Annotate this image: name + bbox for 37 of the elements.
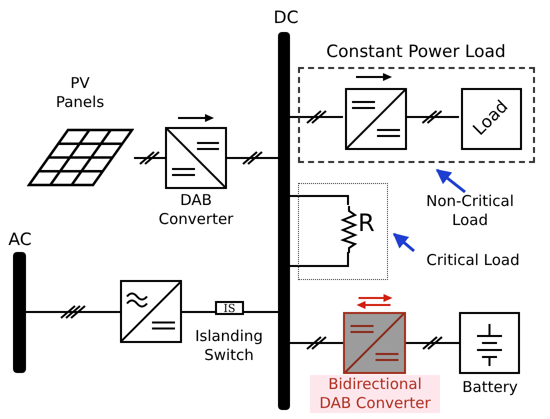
bus-bar xyxy=(278,32,290,410)
group-heading: Constant Power Load xyxy=(325,42,507,62)
arrow xyxy=(392,232,415,252)
resistor-label: R xyxy=(358,211,375,235)
converter-box xyxy=(345,88,407,150)
connector-line xyxy=(406,342,459,344)
connector-line xyxy=(405,116,459,118)
solar-panel-drawing xyxy=(27,128,134,187)
callout-label: Non-Critical Load xyxy=(425,192,515,230)
arrow xyxy=(436,168,466,194)
dashed-group-box xyxy=(298,67,535,163)
connector-line xyxy=(290,116,343,118)
dotted-group-box xyxy=(298,183,388,280)
callout-label: Critical Load xyxy=(425,251,521,270)
bus-bar xyxy=(13,252,26,373)
node-label: Islanding Switch xyxy=(194,327,264,364)
converter-box xyxy=(343,312,406,374)
connector-line xyxy=(290,342,343,344)
battery-box xyxy=(459,312,520,374)
node-label: Battery xyxy=(462,378,518,397)
switch-box xyxy=(215,301,244,315)
connector-line xyxy=(182,311,215,313)
connector-line xyxy=(290,195,349,205)
node-label: PV Panels xyxy=(54,74,106,112)
connector-line xyxy=(244,311,278,313)
node-label: Bidirectional DAB Converter xyxy=(310,375,440,412)
load-box xyxy=(461,88,522,150)
bus-label: AC xyxy=(7,230,33,250)
connector-line xyxy=(290,252,349,267)
inverter-box xyxy=(120,280,182,343)
connector-line xyxy=(227,157,278,159)
converter-box xyxy=(165,127,227,189)
node-label: DAB Converter xyxy=(158,191,234,228)
connector-line xyxy=(26,311,120,313)
switch-label: IS xyxy=(222,303,236,313)
connector-line xyxy=(134,157,165,159)
bus-label: DC xyxy=(272,8,300,28)
